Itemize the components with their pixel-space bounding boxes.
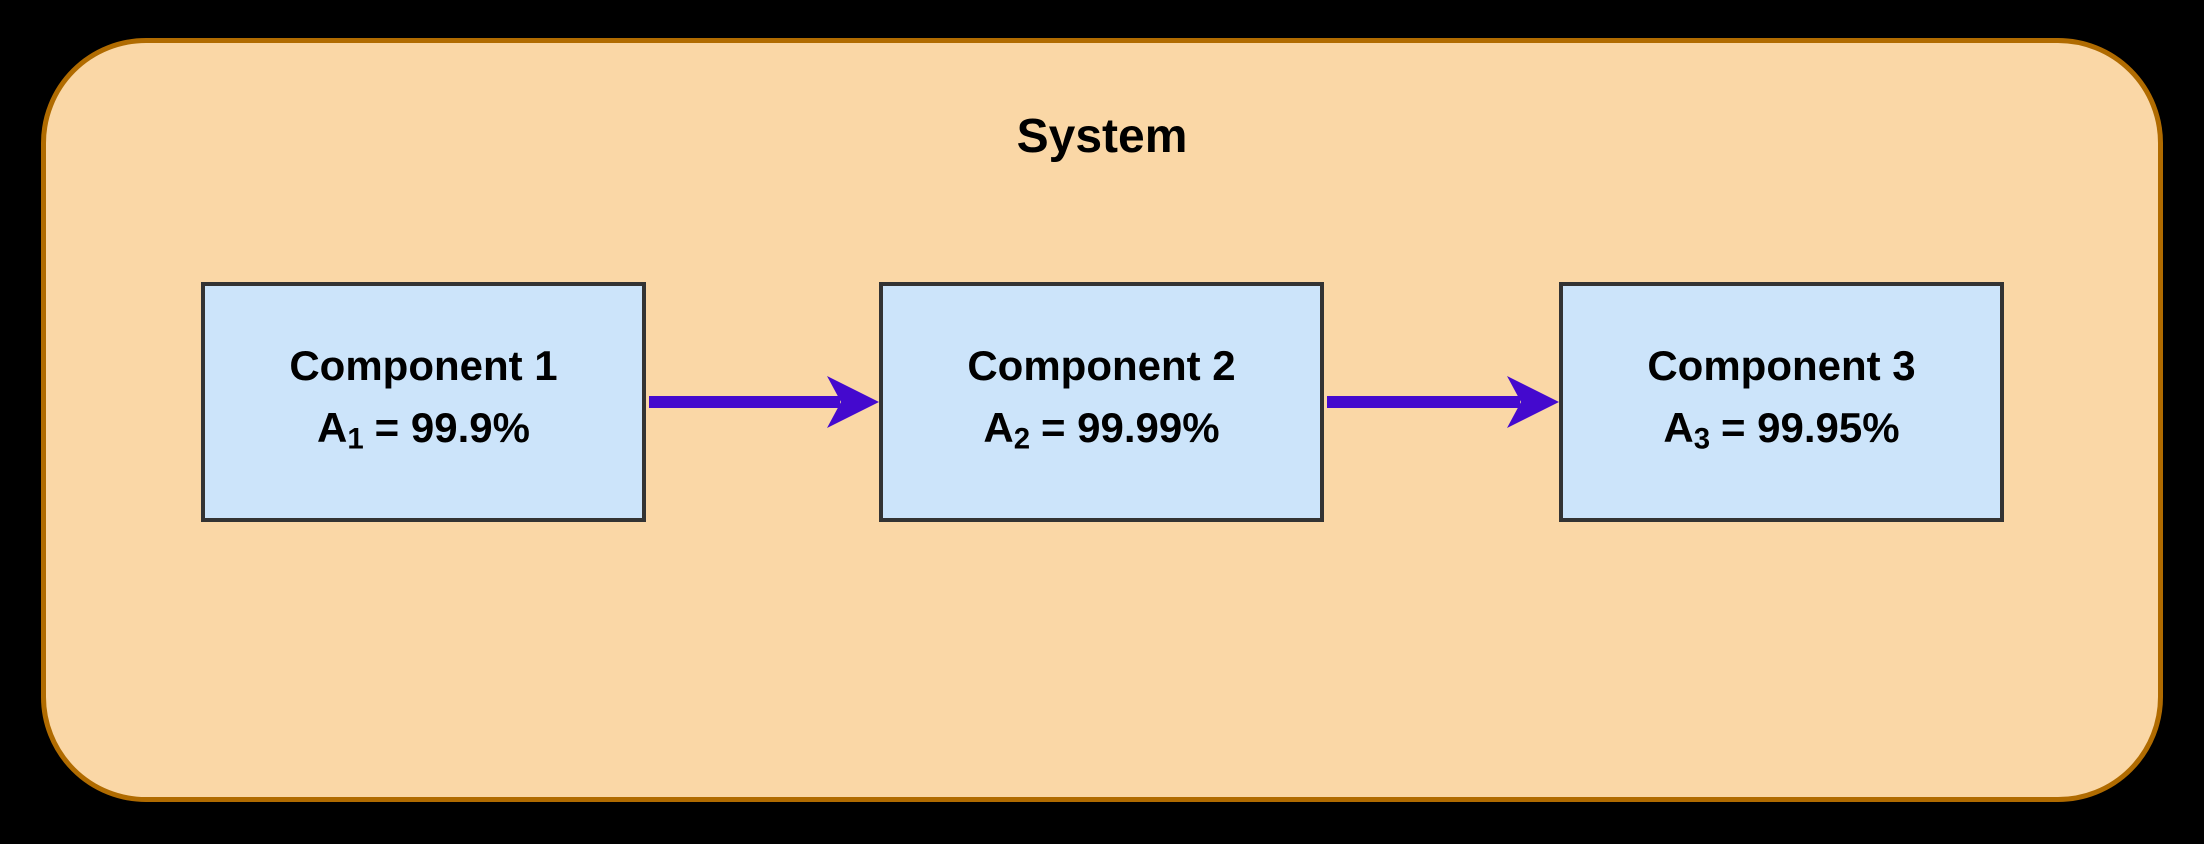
component-1-availability: A1 = 99.9% bbox=[317, 397, 530, 459]
component-2-availability: A2 = 99.99% bbox=[983, 397, 1219, 459]
metric-subscript: 3 bbox=[1693, 422, 1711, 456]
metric-symbol: A bbox=[983, 404, 1014, 451]
metric-subscript: 1 bbox=[347, 422, 364, 456]
component-1-box: Component 1 A1 = 99.9% bbox=[201, 282, 646, 522]
component-2-name: Component 2 bbox=[967, 342, 1236, 389]
component-2-box: Component 2 A2 = 99.99% bbox=[879, 282, 1324, 522]
metric-value: = 99.9% bbox=[374, 404, 530, 451]
metric-subscript: 2 bbox=[1013, 422, 1031, 456]
component-3-availability: A3 = 99.95% bbox=[1663, 397, 1899, 459]
metric-symbol: A bbox=[317, 404, 348, 451]
component-3-name: Component 3 bbox=[1647, 342, 1916, 389]
metric-value: = 99.99% bbox=[1040, 404, 1220, 451]
metric-value: = 99.95% bbox=[1720, 404, 1900, 451]
metric-symbol: A bbox=[1663, 404, 1694, 451]
component-3-box: Component 3 A3 = 99.95% bbox=[1559, 282, 2004, 522]
system-title: System bbox=[1016, 110, 1188, 163]
component-1-name: Component 1 bbox=[289, 342, 558, 389]
